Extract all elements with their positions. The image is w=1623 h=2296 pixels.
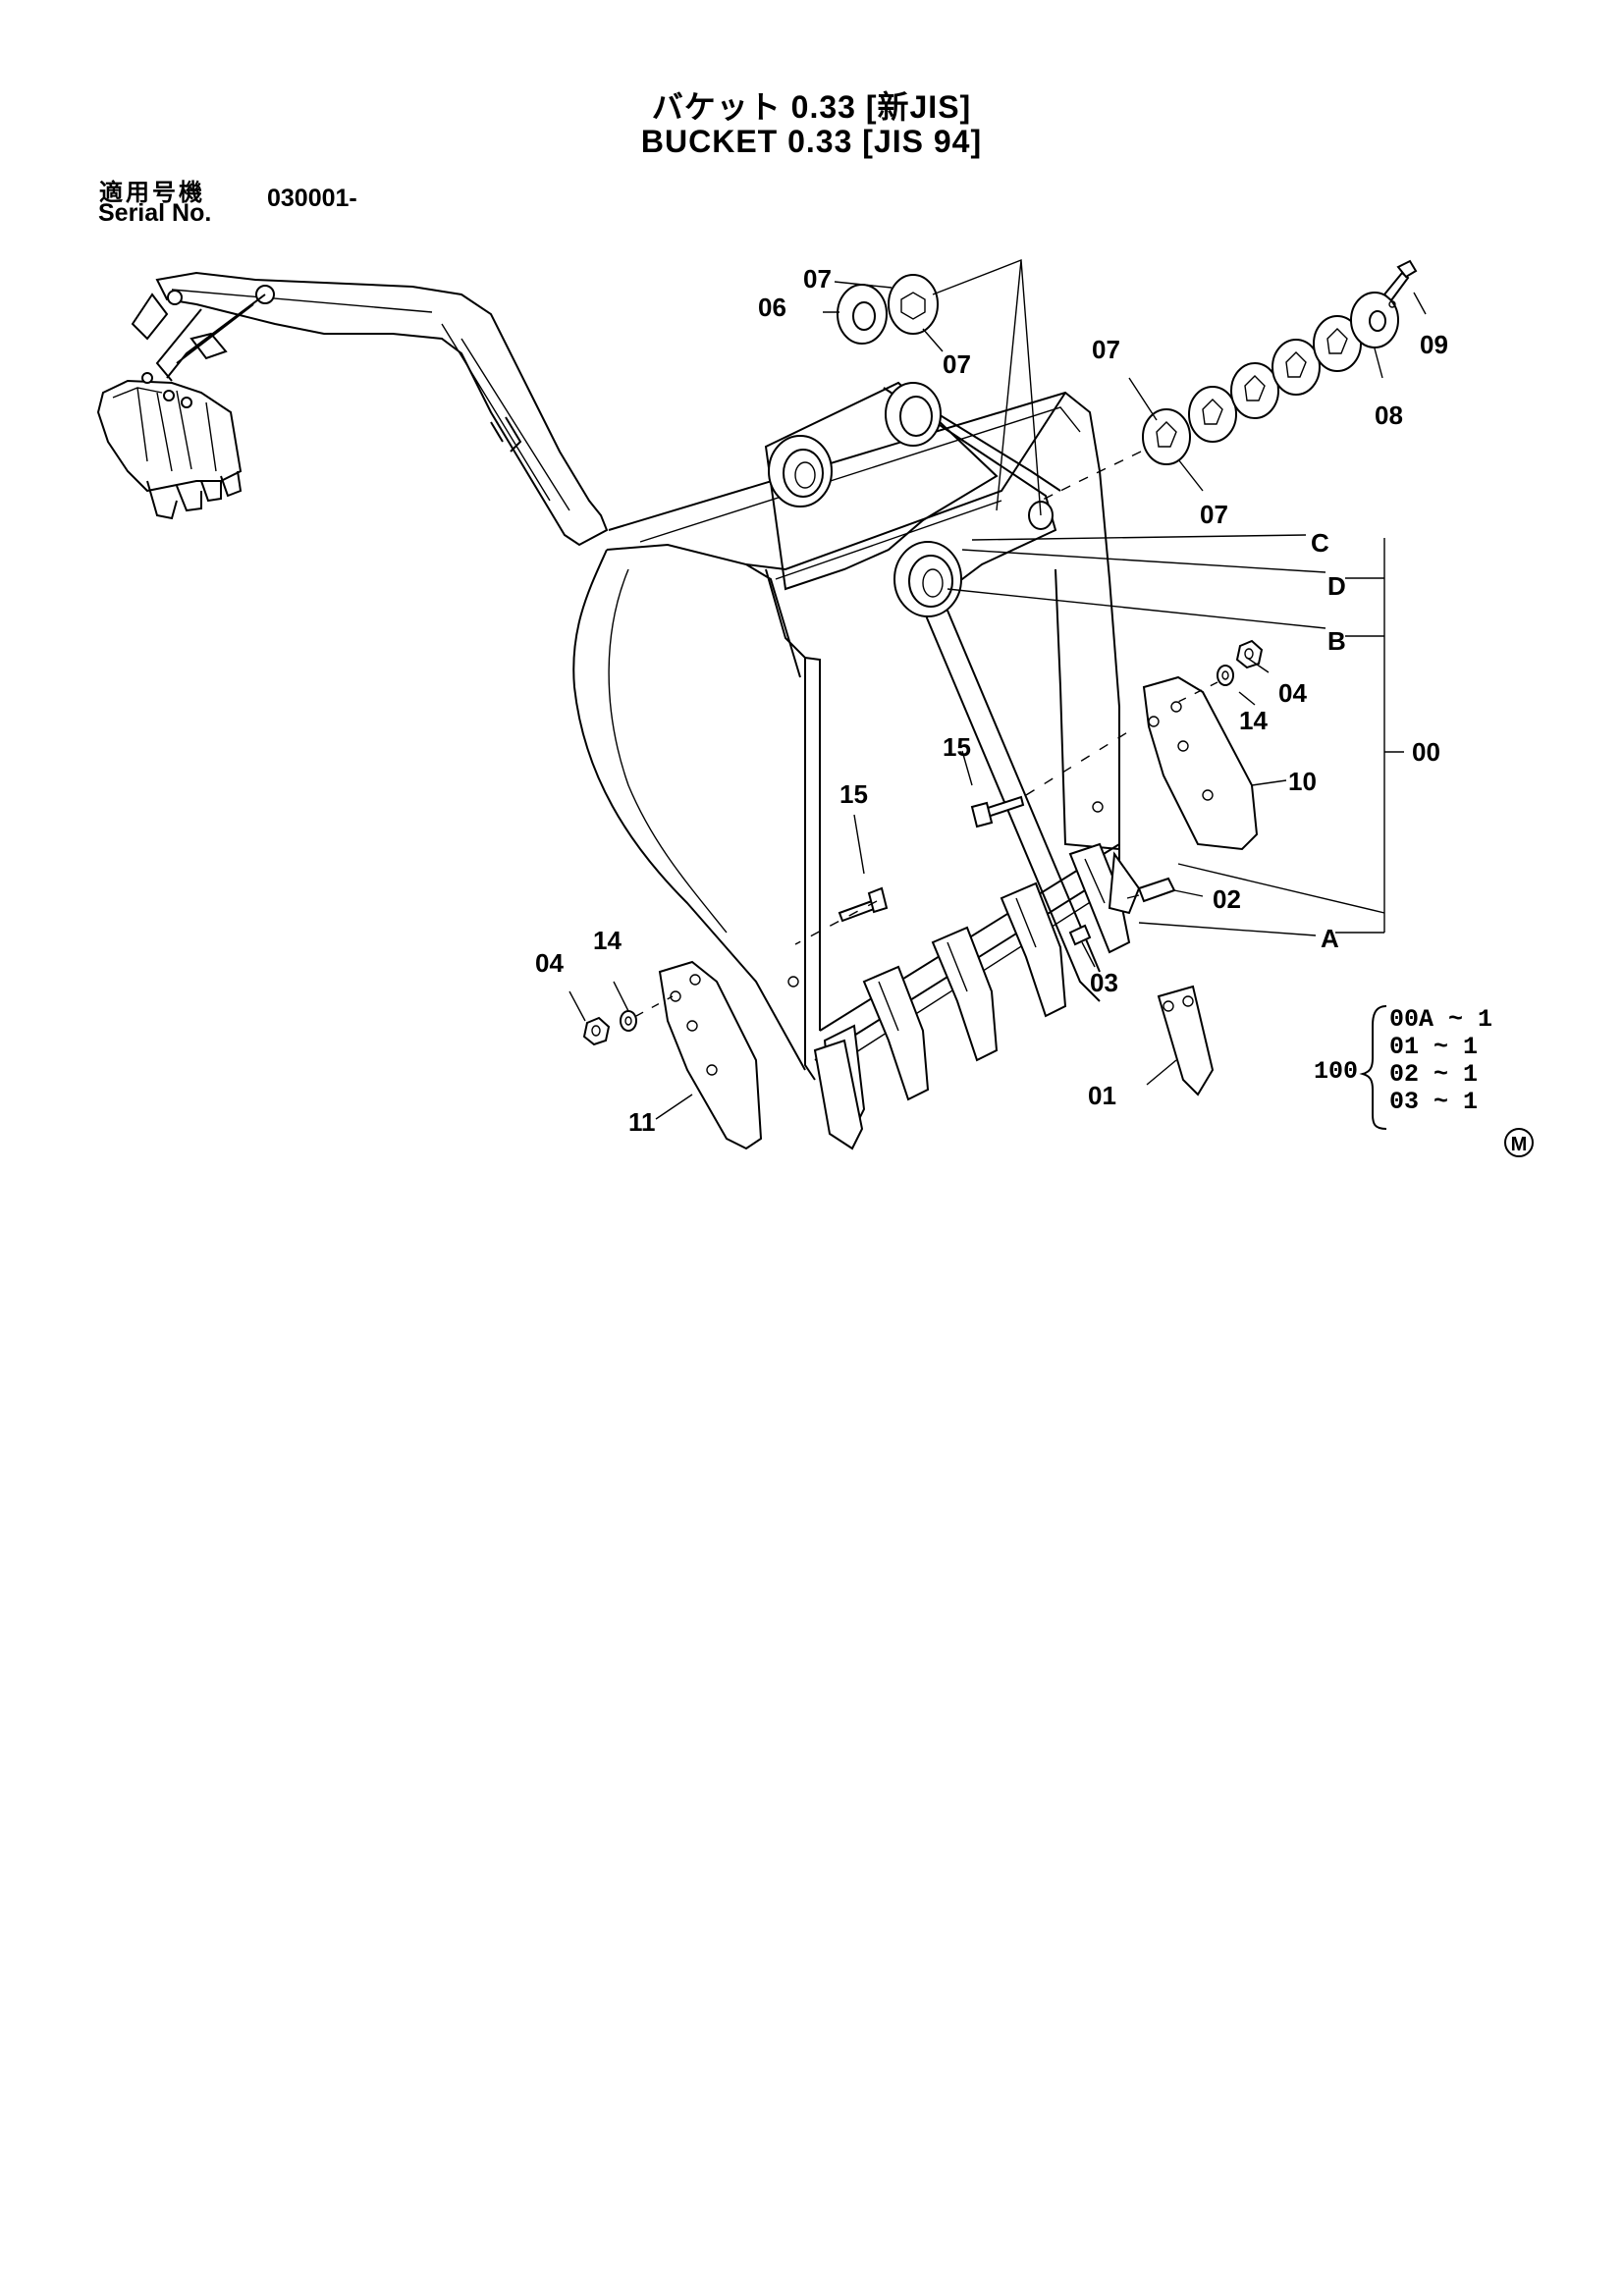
callout-07-c: 07 (1092, 335, 1120, 364)
kit-number: 100 (1314, 1057, 1358, 1086)
callout-02: 02 (1213, 884, 1241, 914)
callout-04-right: 04 (1278, 678, 1307, 708)
callout-14-left: 14 (593, 926, 622, 955)
callout-06: 06 (758, 293, 786, 322)
callout-14-right: 14 (1239, 706, 1268, 735)
callout-00: 00 (1412, 737, 1440, 767)
kit-item-3: 02 ~ 1 (1389, 1060, 1478, 1089)
callout-B: B (1327, 626, 1346, 656)
washers-and-nuts (582, 639, 1264, 1046)
serial-number-value: 030001- (267, 185, 357, 212)
callout-15-upper: 15 (943, 732, 971, 762)
callout-D: D (1327, 571, 1346, 601)
mark-letter: M (1511, 1134, 1528, 1155)
side-cutter-left (658, 960, 763, 1150)
callout-07-d: 07 (1200, 500, 1228, 529)
kit-item-2: 01 ~ 1 (1389, 1033, 1478, 1061)
callout-07-b: 07 (943, 349, 971, 379)
kit-item-1: 00A ~ 1 (1389, 1005, 1492, 1034)
callout-01: 01 (1088, 1081, 1116, 1110)
excavator-arm-illustration (96, 271, 609, 547)
bolts-15 (794, 730, 1130, 945)
callout-A: A (1321, 924, 1339, 953)
circled-m-mark: M (1504, 1128, 1534, 1157)
callout-03: 03 (1090, 968, 1118, 997)
kit-table: 100 00A ~ 1 01 ~ 1 02 ~ 1 03 ~ 1 (1314, 1005, 1492, 1130)
leader-lines (568, 259, 1427, 1120)
serial-label-english: Serial No. (98, 199, 212, 227)
bucket-teeth (813, 842, 1215, 1150)
shims-upper-left (837, 274, 939, 345)
title-japanese: バケット 0.33 [新JIS] (651, 89, 972, 125)
bucket-link-brackets (764, 381, 1101, 1002)
side-cutter-right (1142, 675, 1259, 851)
callout-11: 11 (628, 1107, 656, 1137)
part-callouts: 07 06 07 07 07 08 09 C D B 04 14 00 10 1… (535, 264, 1448, 1137)
callout-10: 10 (1288, 767, 1317, 796)
callout-09: 09 (1420, 330, 1448, 359)
shims-upper-right (1040, 259, 1418, 502)
callout-04-left: 04 (535, 948, 564, 978)
callout-15-lower: 15 (839, 779, 868, 809)
callout-07-a: 07 (803, 264, 832, 294)
callout-08: 08 (1375, 400, 1403, 430)
title-english: BUCKET 0.33 [JIS 94] (640, 124, 983, 159)
serial-label-japanese: 適用号機 (99, 180, 205, 206)
callout-C: C (1311, 528, 1329, 558)
kit-item-4: 03 ~ 1 (1389, 1088, 1478, 1116)
